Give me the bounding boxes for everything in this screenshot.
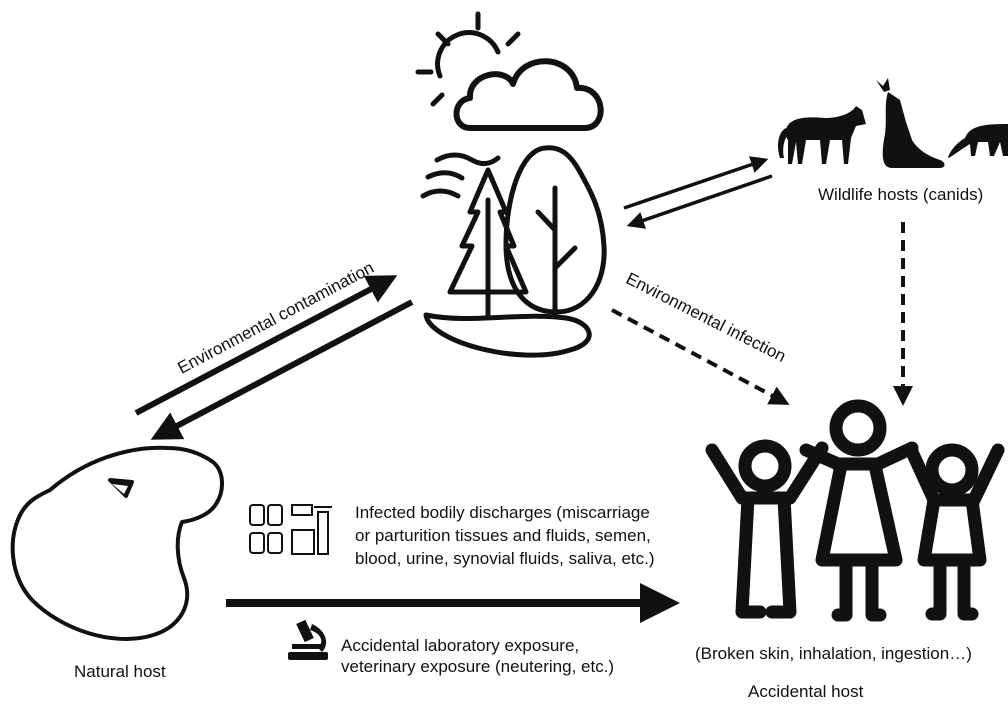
environment-trees-icon bbox=[420, 145, 607, 358]
discharges-line-2: or parturition tissues and fluids, semen… bbox=[355, 526, 651, 545]
microscope-icon bbox=[288, 619, 328, 660]
natural-host-label: Natural host bbox=[74, 662, 166, 681]
accidental-host-routes-label: (Broken skin, inhalation, ingestion…) bbox=[695, 644, 972, 663]
dog-head-icon bbox=[10, 445, 224, 641]
canid-silhouettes-icon bbox=[778, 78, 1008, 168]
accidental-host-label: Accidental host bbox=[748, 682, 864, 701]
discharges-line-3: blood, urine, synovial fluids, saliva, e… bbox=[355, 549, 655, 568]
arrow-natural-to-environment bbox=[134, 275, 398, 416]
human-family-icon bbox=[705, 399, 1005, 622]
arrow-environment-to-accidental bbox=[611, 308, 790, 405]
lab-exposure-line-1: Accidental laboratory exposure, bbox=[341, 636, 580, 655]
discharges-line-1: Infected bodily discharges (miscarriage bbox=[355, 503, 650, 522]
arrow-environment-to-wildlife bbox=[623, 156, 769, 210]
lab-exposure-line-2: veterinary exposure (neutering, etc.) bbox=[341, 657, 615, 676]
cloud-icon bbox=[453, 58, 604, 131]
sun-icon bbox=[415, 11, 521, 107]
arrow-environment-to-natural bbox=[150, 299, 414, 440]
arrow-wildlife-to-environment bbox=[626, 174, 773, 229]
sample-tubes-icon bbox=[249, 504, 332, 555]
wildlife-hosts-label: Wildlife hosts (canids) bbox=[818, 185, 984, 204]
